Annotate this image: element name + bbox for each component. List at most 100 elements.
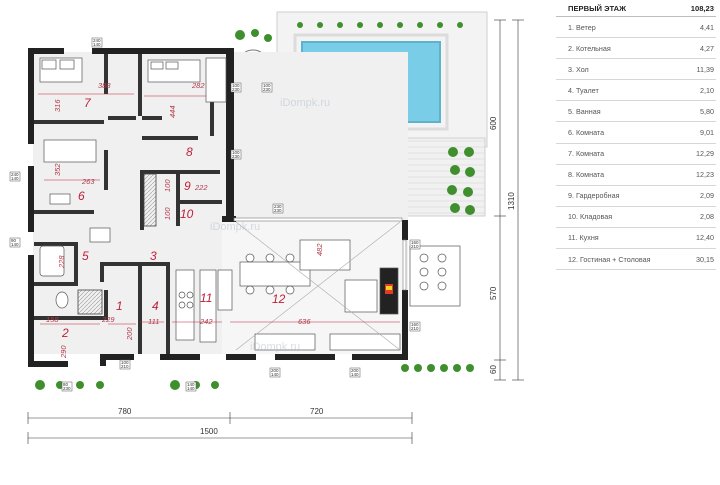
dim-388: 388 — [98, 81, 111, 90]
overall-height-570: 570 — [489, 286, 498, 300]
greenery-top — [235, 22, 463, 42]
fireplace-glow — [386, 286, 392, 290]
greenery-bottom — [35, 364, 474, 390]
room-number-2: 2 — [61, 326, 69, 340]
area-row: 1. Ветер 4,41 — [556, 17, 716, 39]
room-dimension-lines — [38, 93, 400, 325]
interior-walls — [34, 54, 222, 354]
living-room-guides — [235, 221, 401, 351]
dim-111: 111 — [148, 317, 159, 326]
dim-158: 158 — [46, 315, 59, 324]
floor-plan: 1 2 3 4 5 6 7 8 9 10 11 12 388 282 316 4… — [9, 11, 524, 444]
area-row: 5. Ванная 5,80 — [556, 101, 716, 123]
area-row: 4. Туалет 2,10 — [556, 80, 716, 102]
area-row: 12. Гостиная + Столовая 30,15 — [556, 249, 716, 271]
room-number-8: 8 — [186, 145, 193, 159]
room-name: 5. Ванная — [568, 106, 601, 116]
outer-walls — [28, 48, 408, 367]
room-number-5: 5 — [82, 249, 89, 263]
watermark-1: iDompk.ru — [280, 97, 330, 109]
dim-100: 100 — [163, 179, 172, 192]
dim-290: 290 — [59, 345, 68, 359]
room-area: 2,10 — [700, 85, 714, 95]
dim-200: 200 — [125, 327, 134, 341]
dim-229: 229 — [101, 315, 115, 324]
floor-title: ПЕРВЫЙ ЭТАЖ — [568, 3, 626, 13]
overall-height-600: 600 — [489, 116, 498, 130]
dim-242: 242 — [199, 317, 213, 326]
area-row: 11. Кухня 12,40 — [556, 228, 716, 250]
dim-636: 636 — [298, 317, 311, 326]
room-name: 12. Гостиная + Столовая — [568, 254, 651, 264]
glass-wall-top — [233, 217, 403, 222]
room-number-11: 11 — [200, 291, 212, 305]
greenery-right — [447, 147, 475, 215]
room-name: 8. Комната — [568, 170, 605, 180]
area-row: 2. Котельная 4,27 — [556, 38, 716, 60]
dim-352: 352 — [53, 163, 62, 176]
room-name: 7. Комната — [568, 149, 605, 159]
room-area: 4,27 — [700, 43, 714, 53]
watermark-3: iDompk.ru — [250, 341, 300, 353]
room-area: 2,09 — [700, 191, 714, 201]
room-area: 11,39 — [696, 64, 714, 74]
boiler-shaft — [77, 289, 103, 315]
room-name: 2. Котельная — [568, 43, 611, 53]
room-area: 12,23 — [696, 170, 714, 180]
floor-plan-drawing: 1 2 3 4 5 6 7 8 9 10 11 12 388 282 316 4… — [9, 11, 524, 444]
dim-228: 228 — [57, 255, 66, 269]
room-area: 2,08 — [700, 212, 714, 222]
area-row: 8. Комната 12,23 — [556, 165, 716, 186]
room-number-10: 10 — [180, 207, 194, 221]
dim-222: 222 — [194, 183, 208, 192]
overall-width-1500: 1500 — [200, 427, 218, 436]
room-area: 12,40 — [696, 233, 714, 243]
room-number-7: 7 — [84, 96, 92, 110]
room-number-1: 1 — [116, 299, 123, 313]
area-row: 3. Хол 11,39 — [556, 59, 716, 81]
room-name: 11. Кухня — [568, 233, 599, 243]
room-name: 10. Кладовая — [568, 212, 613, 222]
room-number-12: 12 — [272, 292, 286, 306]
room-name: 1. Ветер — [568, 22, 596, 32]
wardrobe-shaft — [143, 173, 157, 227]
area-table: ПЕРВЫЙ ЭТАЖ 108,23 1. Ветер 4,41 2. Котел… — [556, 0, 716, 271]
dim-482: 482 — [315, 243, 324, 256]
floor-total-area: 108,23 — [690, 3, 714, 13]
overall-width-780: 780 — [118, 407, 132, 416]
furniture — [39, 57, 461, 351]
room-number-6: 6 — [78, 189, 85, 203]
overall-height-1310: 1310 — [507, 192, 516, 210]
room-name: 4. Туалет — [568, 85, 599, 95]
dim-444: 444 — [168, 105, 177, 118]
area-table-header: ПЕРВЫЙ ЭТАЖ 108,23 — [556, 0, 716, 17]
area-row: 10. Кладовая 2,08 — [556, 207, 716, 228]
glass-wall-right — [402, 239, 407, 291]
room-area: 4,41 — [700, 22, 714, 32]
room-name: 3. Хол — [568, 64, 589, 74]
room-number-4: 4 — [152, 299, 159, 313]
overall-width-720: 720 — [310, 407, 324, 416]
room-area: 5,80 — [700, 106, 714, 116]
dim-282: 282 — [191, 81, 205, 90]
overall-dimension-lines — [27, 19, 524, 444]
room-area: 30,15 — [696, 254, 714, 264]
dim-263: 263 — [81, 177, 95, 186]
